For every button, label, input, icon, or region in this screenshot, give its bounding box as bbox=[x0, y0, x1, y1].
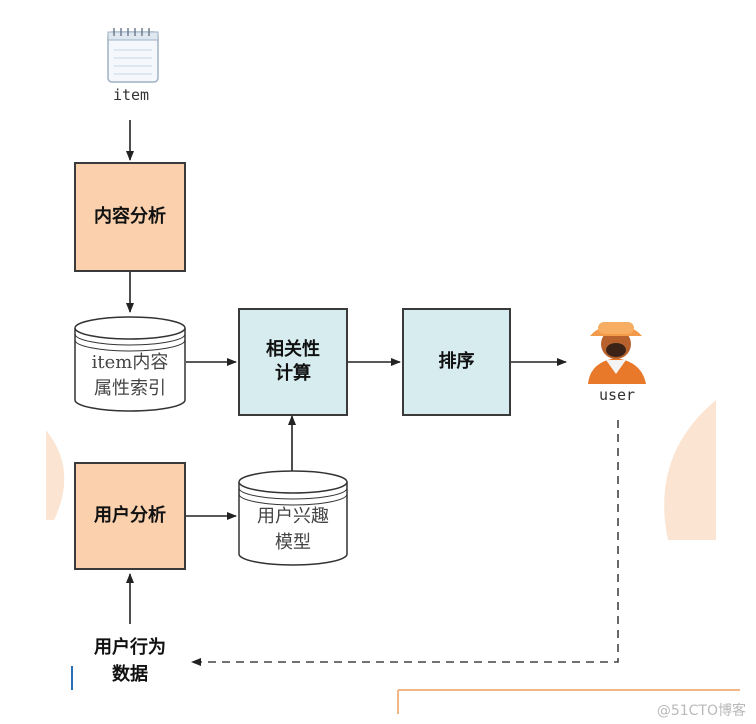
content-analysis-label: 内容分析 bbox=[94, 205, 166, 227]
left-accent-shape bbox=[46, 430, 65, 520]
user-label: user bbox=[598, 386, 636, 404]
person-with-hat-icon bbox=[580, 312, 652, 384]
user-analysis-box: 用户分析 bbox=[74, 462, 186, 570]
relevance-computation-box: 相关性 计算 bbox=[238, 308, 348, 416]
feedback-arrow-user-to-behavior bbox=[191, 420, 619, 666]
interest-model-cylinder: 用户兴趣 模型 bbox=[238, 470, 348, 566]
behavior-data-label: 用户行为 数据 bbox=[94, 637, 166, 685]
ranking-label: 排序 bbox=[438, 350, 475, 372]
item-index-cylinder: item内容 属性索引 bbox=[74, 316, 186, 412]
right-accent-shape bbox=[664, 400, 716, 540]
interest-model-label: 用户兴趣 模型 bbox=[257, 506, 329, 554]
item-index-label: item内容 属性索引 bbox=[91, 352, 169, 400]
content-analysis-box: 内容分析 bbox=[74, 162, 186, 272]
item-label: item bbox=[112, 86, 150, 104]
user-analysis-label: 用户分析 bbox=[94, 504, 166, 526]
cylinder-shape bbox=[74, 316, 186, 412]
ranking-box: 排序 bbox=[402, 308, 511, 416]
watermark: @51CTO博客 bbox=[656, 703, 746, 719]
cylinder-shape bbox=[238, 470, 348, 566]
relevance-computation-label: 相关性 计算 bbox=[266, 338, 320, 384]
notepad-icon bbox=[104, 26, 162, 84]
